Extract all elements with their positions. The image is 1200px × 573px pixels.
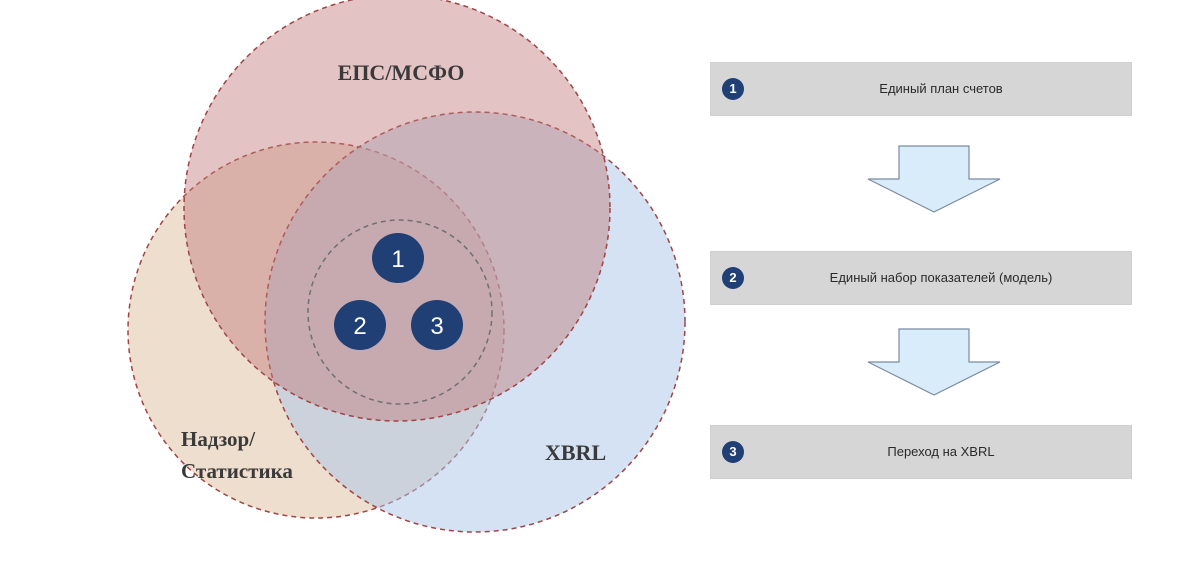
top-circle xyxy=(183,0,611,422)
venn-label-right: XBRL xyxy=(545,440,606,465)
right-circle xyxy=(264,111,686,533)
venn-label-left-line2: Статистика xyxy=(181,459,293,483)
inner-dashed-circle xyxy=(307,219,493,405)
step-box-2: 2 Единый набор показателей (модель) xyxy=(710,251,1132,305)
venn-number-2: 2 xyxy=(334,300,386,350)
step-box-1: 1 Единый план счетов xyxy=(710,62,1132,116)
venn-label-left-line1: Надзор/ xyxy=(181,427,256,451)
venn-number-1-text: 1 xyxy=(391,246,404,273)
down-arrow-2-icon xyxy=(867,328,1001,396)
venn-number-2-text: 2 xyxy=(353,313,366,340)
step-text-1: Единый план счетов xyxy=(879,81,1003,96)
step-badge-2: 2 xyxy=(722,267,744,289)
venn-label-top: ЕПС/МСФО xyxy=(338,60,465,85)
step-text-3: Переход на XBRL xyxy=(887,444,995,459)
venn-number-1: 1 xyxy=(372,233,424,283)
step-badge-1: 1 xyxy=(722,78,744,100)
venn-number-3-text: 3 xyxy=(430,313,443,340)
step-badge-3: 3 xyxy=(722,441,744,463)
down-arrow-1-icon xyxy=(867,145,1001,213)
venn-number-3: 3 xyxy=(411,300,463,350)
step-box-3: 3 Переход на XBRL xyxy=(710,425,1132,479)
step-text-2: Единый набор показателей (модель) xyxy=(829,270,1053,285)
